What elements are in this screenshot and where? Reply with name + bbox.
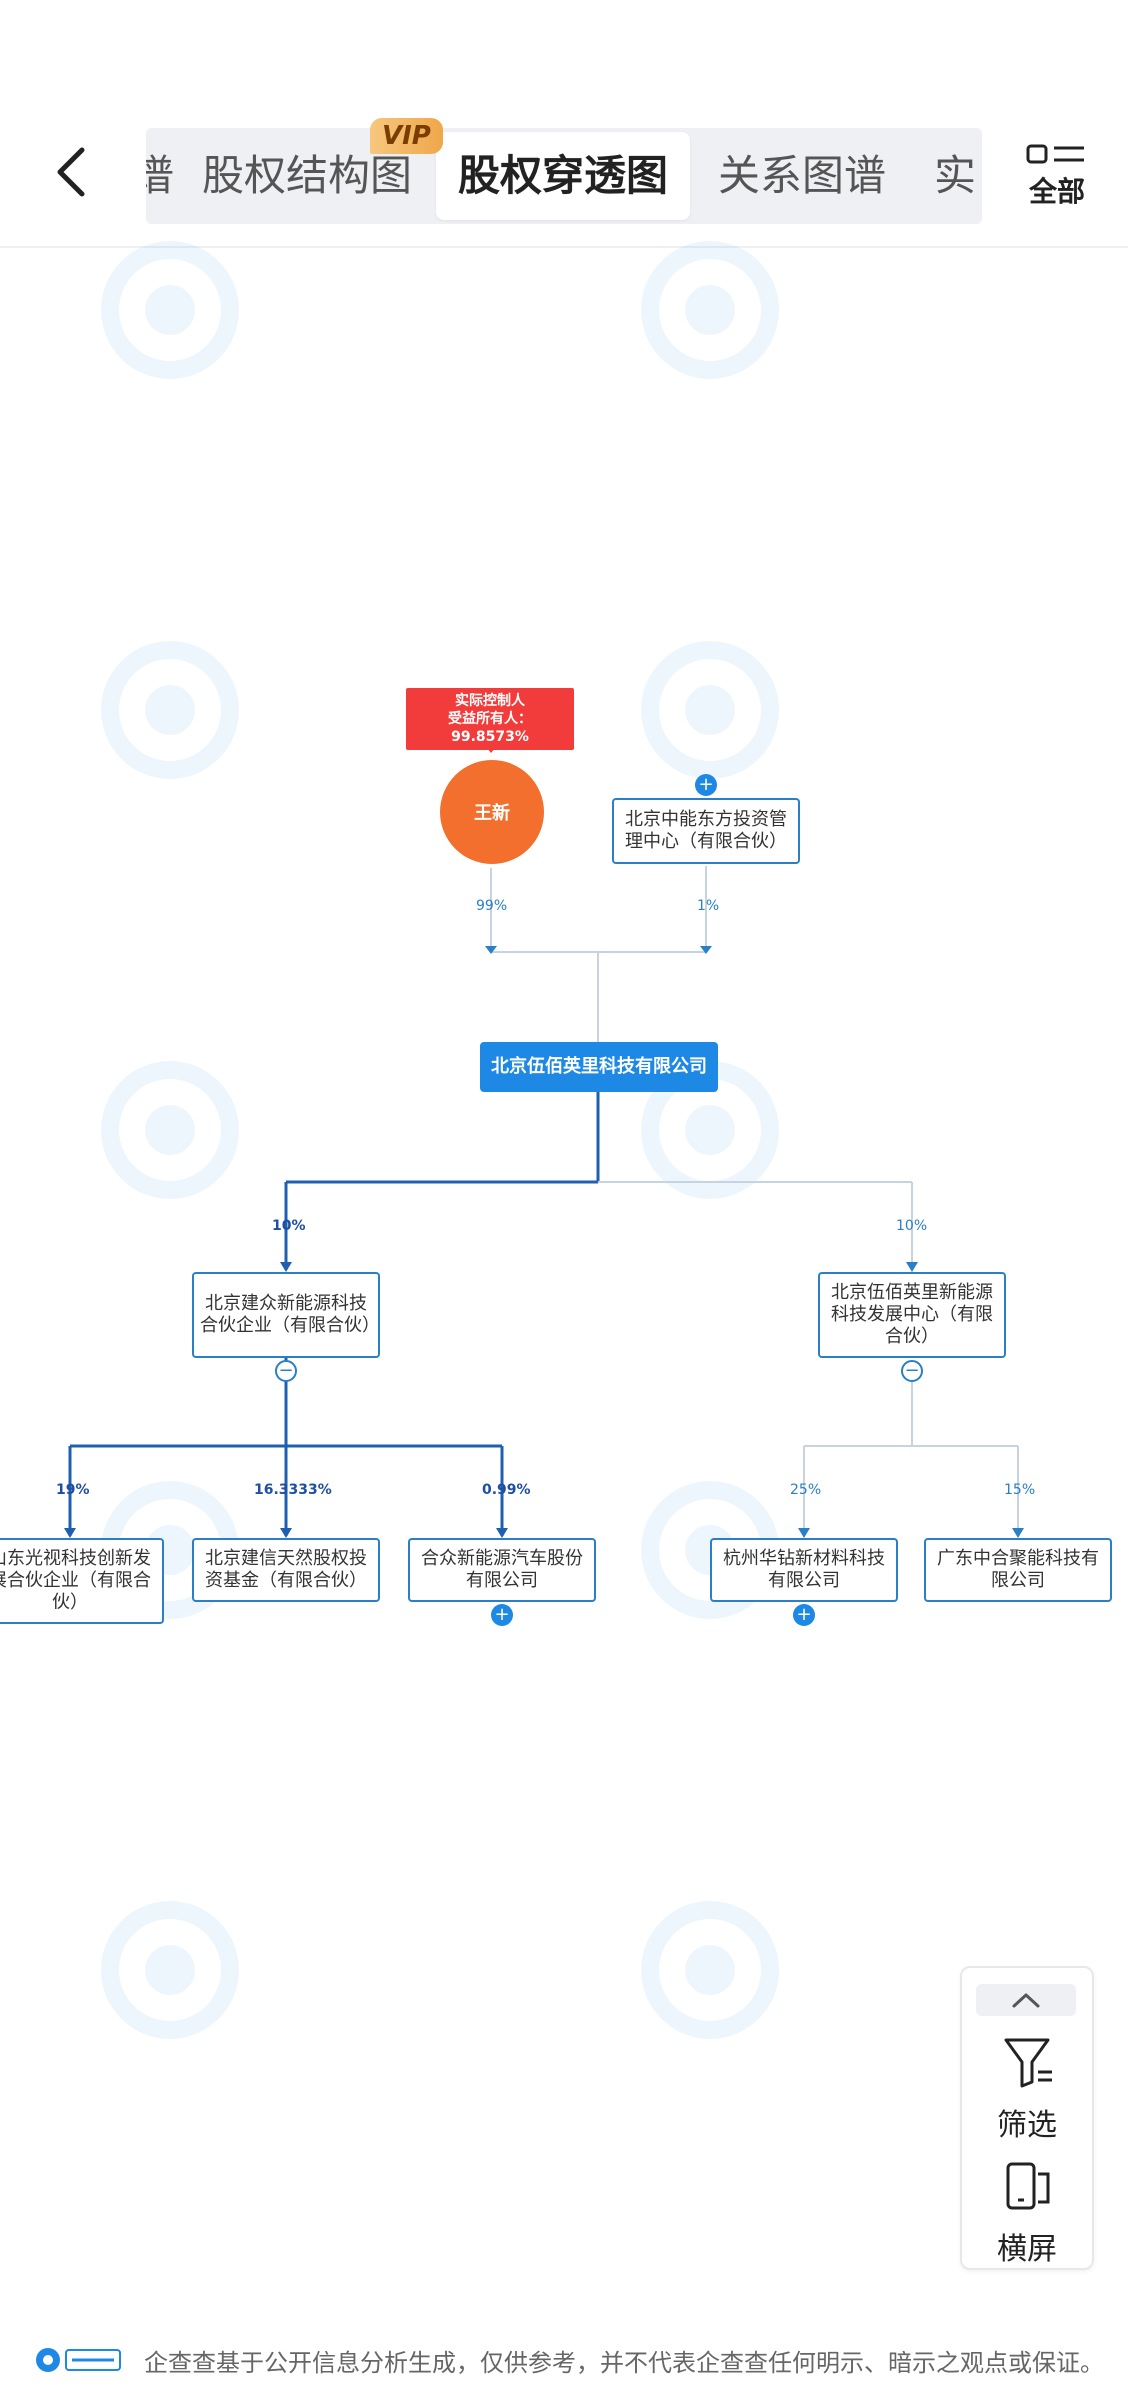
tab-partial-left[interactable]: 谱 xyxy=(146,151,175,200)
landscape-button[interactable]: 横屏 xyxy=(962,2156,1092,2267)
filter-button[interactable]: 筛选 xyxy=(962,2032,1092,2143)
top-navigation-bar: 谱 股权结构图 股权穿透图 关系图谱 实 VIP 全部 xyxy=(0,0,1128,248)
app-logo xyxy=(34,2343,144,2377)
vip-badge: VIP xyxy=(370,118,443,154)
shareholder-node[interactable]: 北京中能东方投资管理中心（有限合伙） xyxy=(612,798,800,864)
level2-right-1-pct: 15% xyxy=(1004,1482,1036,1498)
controller-tag-beneficiary: 受益所有人：99.8573% xyxy=(448,711,532,745)
main-company-node[interactable]: 北京伍佰英里科技有限公司 xyxy=(480,1042,718,1092)
level2-node-name: 北京建信天然股权投资基金（有限合伙） xyxy=(205,1548,367,1591)
level2-node-name: 山东光视科技创新发展合伙企业（有限合伙） xyxy=(0,1548,151,1613)
level2-node[interactable]: 北京建信天然股权投资基金（有限合伙） xyxy=(192,1538,380,1602)
level2-node[interactable]: 广东中合聚能科技有限公司 xyxy=(924,1538,1112,1602)
filter-label: 筛选 xyxy=(997,2108,1057,2143)
floating-tool-panel: 筛选 横屏 xyxy=(960,1966,1094,2270)
level2-left-1-pct: 16.3333% xyxy=(254,1482,332,1498)
actual-controller-tag: 实际控制人 受益所有人：99.8573% xyxy=(406,688,574,750)
footer-disclaimer: 企查查基于公开信息分析生成，仅供参考，并不代表企查查任何明示、暗示之观点或保证。 xyxy=(34,2340,1114,2380)
level1-node-right[interactable]: 北京伍佰英里新能源科技发展中心（有限合伙） xyxy=(818,1272,1006,1358)
disclaimer-text: 企查查基于公开信息分析生成，仅供参考，并不代表企查查任何明示、暗示之观点或保证。 xyxy=(144,2348,1104,2377)
level1-left-pct: 10% xyxy=(272,1218,306,1234)
controller-tag-title: 实际控制人 xyxy=(455,693,525,709)
level2-left-2-pct: 0.99% xyxy=(482,1482,531,1498)
level2-node-name: 广东中合聚能科技有限公司 xyxy=(937,1548,1099,1591)
level2-left-0-pct: 19% xyxy=(56,1482,90,1498)
grid-menu-icon xyxy=(1026,144,1084,164)
landscape-label: 横屏 xyxy=(997,2232,1057,2267)
level1-node-left-name: 北京建众新能源科技合伙企业（有限合伙） xyxy=(200,1293,380,1336)
level2-node-name: 杭州华钻新材料科技有限公司 xyxy=(723,1548,885,1591)
graph-type-tabs: 谱 股权结构图 股权穿透图 关系图谱 实 xyxy=(146,128,982,224)
level2-node[interactable]: 山东光视科技创新发展合伙企业（有限合伙） xyxy=(0,1538,164,1624)
collapse-panel-button[interactable] xyxy=(976,1984,1076,2016)
tab-partial-right[interactable]: 实 xyxy=(934,151,977,200)
back-button[interactable] xyxy=(44,132,104,212)
collapse-toggle-icon[interactable]: − xyxy=(275,1360,297,1382)
chevron-up-icon xyxy=(1012,1993,1040,2008)
level2-node[interactable]: 合众新能源汽车股份有限公司 xyxy=(408,1538,596,1602)
level1-node-left[interactable]: 北京建众新能源科技合伙企业（有限合伙） xyxy=(192,1272,380,1358)
shareholder-share-pct: 1% xyxy=(697,898,720,914)
collapse-toggle-icon[interactable]: − xyxy=(901,1360,923,1382)
chevron-left-icon xyxy=(57,147,85,197)
level2-node-name: 合众新能源汽车股份有限公司 xyxy=(421,1548,583,1591)
level2-right-0-pct: 25% xyxy=(790,1482,822,1498)
tab-equity-penetration[interactable]: 股权穿透图 xyxy=(436,132,691,220)
level1-node-right-name: 北京伍佰英里新能源科技发展中心（有限合伙） xyxy=(831,1282,993,1347)
main-company-name: 北京伍佰英里科技有限公司 xyxy=(491,1056,707,1077)
all-menu-button[interactable]: 全部 xyxy=(1024,140,1090,220)
level2-node[interactable]: 杭州华钻新材料科技有限公司 xyxy=(710,1538,898,1602)
shareholder-name: 北京中能东方投资管理中心（有限合伙） xyxy=(625,809,787,852)
person-name: 王新 xyxy=(474,803,510,824)
filter-icon xyxy=(1004,2038,1052,2088)
tag-pointer-icon xyxy=(484,744,498,753)
expand-toggle-icon[interactable]: + xyxy=(793,1604,815,1626)
level1-right-pct: 10% xyxy=(896,1218,928,1234)
person-share-pct: 99% xyxy=(476,898,508,914)
all-menu-label: 全部 xyxy=(1028,175,1085,208)
tab-relationship-graph[interactable]: 关系图谱 xyxy=(718,151,887,200)
tab-equity-structure[interactable]: 股权结构图 xyxy=(202,151,413,200)
expand-toggle-icon[interactable]: + xyxy=(695,774,717,796)
app-logo-icon xyxy=(36,2348,121,2372)
expand-toggle-icon[interactable]: + xyxy=(491,1604,513,1626)
person-node[interactable]: 王新 xyxy=(440,760,544,864)
rotate-screen-icon xyxy=(1006,2162,1050,2210)
